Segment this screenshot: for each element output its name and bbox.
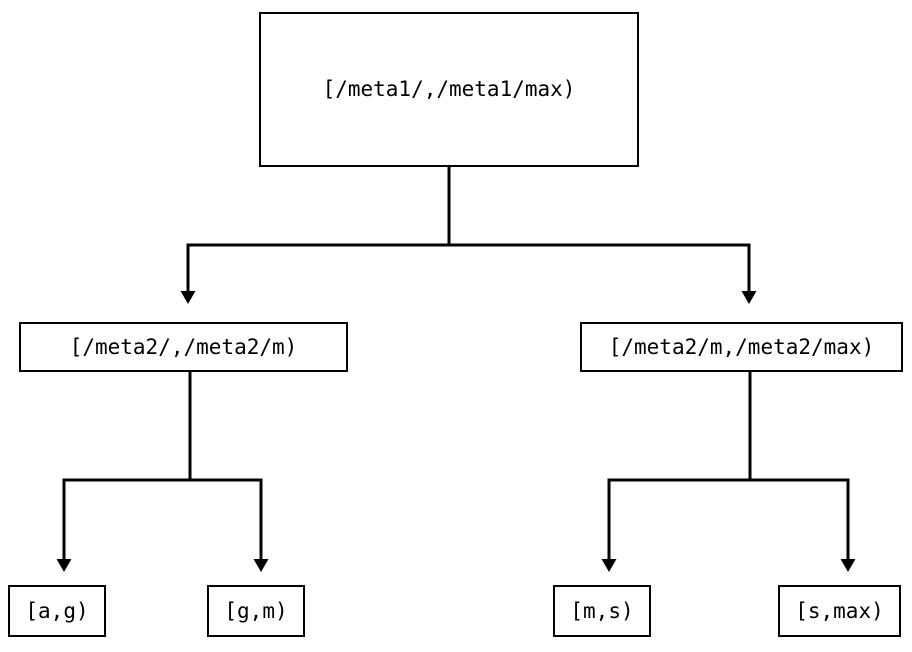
node-level2-left-label: [/meta2/,/meta2/m) <box>69 334 298 359</box>
edge-path-left-leaf-b <box>188 372 263 559</box>
arrowhead-right-leaf-b <box>840 559 856 572</box>
node-level2-right-label: [/meta2/m,/meta2/max) <box>608 334 875 359</box>
node-level2-left[interactable]: [/meta2/,/meta2/m) <box>19 322 348 372</box>
edge-path-left-leaf-a <box>62 372 192 559</box>
node-level2-right[interactable]: [/meta2/m,/meta2/max) <box>580 322 903 372</box>
arrowhead-right-leaf-a <box>601 559 617 572</box>
arrowhead-root-left <box>180 291 196 304</box>
edge-root-to-level2 <box>180 167 757 304</box>
edge-path-root-right <box>447 167 751 291</box>
arrowhead-left-leaf-a <box>56 559 72 572</box>
node-leaf-s-max[interactable]: [s,max) <box>778 585 901 637</box>
arrowhead-root-right <box>741 291 757 304</box>
node-leaf-g-m-label: [g,m) <box>224 598 288 623</box>
edge-path-right-leaf-b <box>748 372 850 559</box>
edge-right-branch-to-leaves <box>601 372 856 572</box>
node-leaf-s-max-label: [s,max) <box>795 598 884 623</box>
node-root-label: [/meta1/,/meta1/max) <box>322 77 576 101</box>
node-leaf-m-s[interactable]: [m,s) <box>553 585 651 637</box>
node-leaf-m-s-label: [m,s) <box>570 598 634 623</box>
edge-path-root-left <box>186 167 451 291</box>
edge-path-right-leaf-a <box>607 372 752 559</box>
node-leaf-a-g[interactable]: [a,g) <box>8 585 106 637</box>
node-leaf-g-m[interactable]: [g,m) <box>207 585 305 637</box>
edge-left-branch-to-leaves <box>56 372 269 572</box>
arrowhead-left-leaf-b <box>253 559 269 572</box>
node-root[interactable]: [/meta1/,/meta1/max) <box>259 12 639 167</box>
node-leaf-a-g-label: [a,g) <box>25 598 89 623</box>
